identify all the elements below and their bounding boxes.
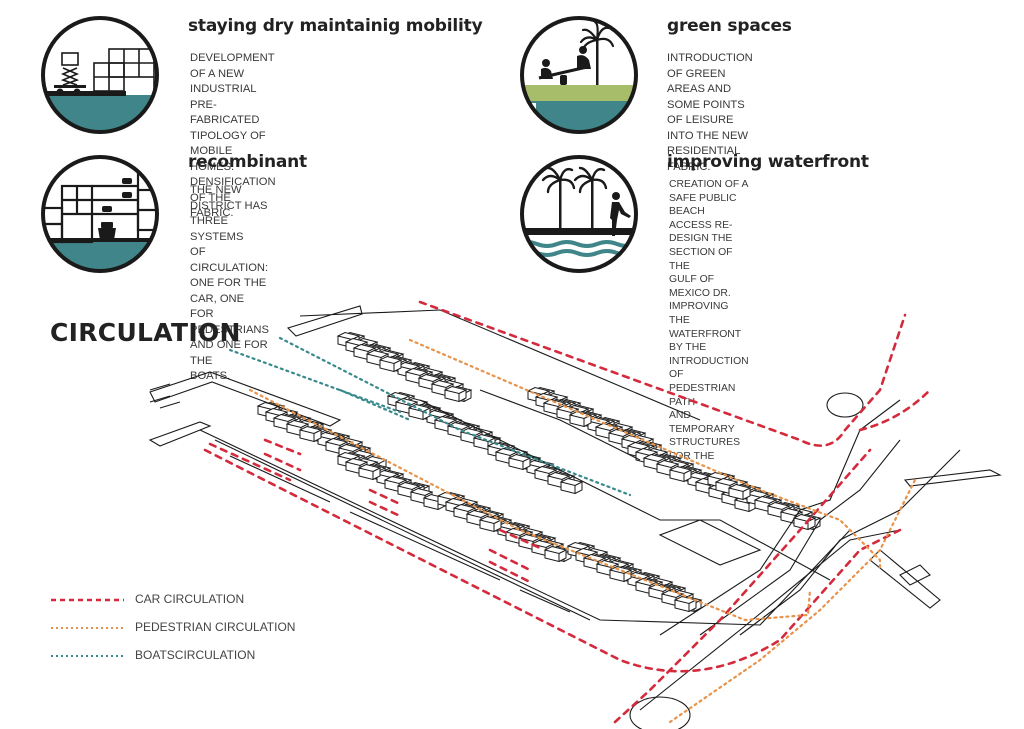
building-box: [543, 545, 568, 563]
building-box: [559, 477, 584, 495]
car-route: [613, 448, 872, 724]
section-title: CIRCULATION: [50, 318, 241, 347]
building-blocks: [256, 331, 822, 613]
pedestrian-route: [248, 388, 812, 622]
car-route: [858, 388, 932, 432]
pedestrian-line-swatch: [51, 627, 124, 629]
building-box: [298, 425, 323, 443]
legend-label: BOATSCIRCULATION: [135, 648, 256, 662]
building-box: [378, 355, 403, 373]
waterfront-edge: [659, 399, 901, 636]
building-box: [668, 465, 693, 483]
concept-title: improving waterfront: [667, 152, 869, 172]
seesaw-palm-icon: [520, 16, 638, 134]
concept-title: staying dry maintainig mobility: [188, 16, 483, 36]
car-route: [488, 528, 542, 584]
legend-label: PEDESTRIAN CIRCULATION: [135, 620, 296, 634]
concept-description: DEVELOPMENT OF A NEW INDUSTRIAL PRE-FABR…: [190, 52, 276, 219]
boat-route: [278, 336, 632, 497]
plaza: [658, 519, 762, 566]
car-route: [263, 438, 302, 472]
site-outlines: [148, 305, 1002, 729]
building-box: [792, 513, 817, 531]
pedestrian-route: [668, 478, 917, 724]
building-box: [357, 463, 382, 481]
building-box: [507, 453, 532, 471]
concept-title: green spaces: [667, 16, 792, 36]
layered-circulation-icon: [41, 155, 159, 273]
building-box: [673, 595, 698, 613]
boat-route: [338, 388, 412, 422]
pier-top: [286, 305, 701, 421]
car-line-swatch: [51, 598, 124, 602]
boat-line-swatch: [51, 655, 124, 657]
kiosk: [899, 564, 931, 586]
car-route: [418, 300, 907, 447]
axonometric-site-plan: [148, 300, 1002, 729]
car-route: [203, 448, 902, 673]
pier-left: [149, 371, 342, 427]
legend-label: CAR CIRCULATION: [135, 592, 245, 606]
building-box: [727, 483, 752, 501]
boat-route: [228, 348, 402, 414]
pedestrian-route: [408, 338, 882, 572]
lower-pier: [148, 421, 212, 447]
concept-description: INTRODUCTION OF GREEN AREAS AND SOME POI…: [667, 52, 753, 173]
car-route: [368, 488, 402, 518]
concept-description: CREATION OF A SAFE PUBLIC BEACH ACCESS R…: [669, 179, 749, 475]
palm-walker-waves-icon: [520, 155, 638, 273]
concept-title: recombinant: [188, 152, 307, 172]
concept-description: THE NEW DISTRICT HAS THREE SYSTEMS OF CI…: [190, 184, 269, 382]
building-box: [608, 565, 633, 583]
building-box: [443, 385, 468, 403]
mobile-home-stack-icon: [41, 16, 159, 134]
building-box: [478, 515, 503, 533]
car-route: [208, 442, 292, 482]
